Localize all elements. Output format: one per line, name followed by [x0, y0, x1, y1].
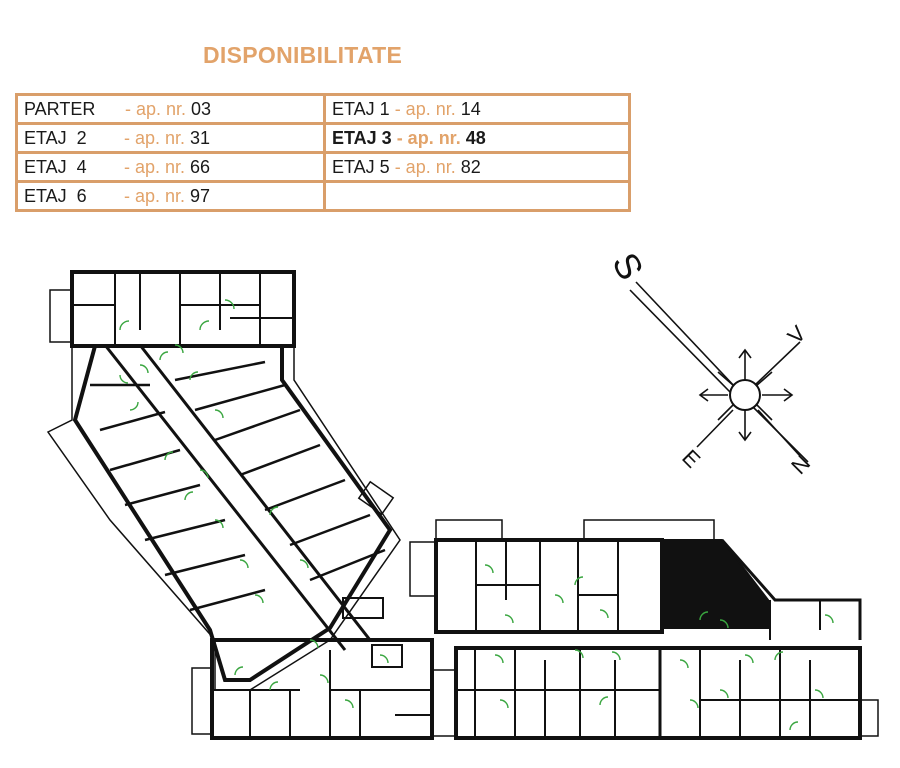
availability-cell-etaj-3-selected[interactable]: ETAJ 3 - ap. nr. 48 — [323, 122, 631, 154]
building-right-upper — [409, 519, 862, 640]
availability-cell-etaj-6[interactable]: ETAJ 6 - ap. nr. 97 — [15, 180, 326, 212]
availability-cell-empty — [323, 180, 631, 212]
building-right-lower — [431, 646, 879, 740]
building-left-diagonal — [46, 344, 401, 691]
availability-cell-etaj-5[interactable]: ETAJ 5 - ap. nr. 82 — [323, 151, 631, 183]
apartment-number: 82 — [460, 156, 481, 177]
availability-cell-etaj-4[interactable]: ETAJ 4 - ap. nr. 66 — [15, 151, 326, 183]
apartment-prefix: - ap. nr. — [389, 98, 461, 119]
apartment-number: 31 — [190, 127, 211, 148]
table-row: ETAJ 6 - ap. nr. 97 — [15, 180, 631, 212]
apartment-number: 14 — [460, 98, 481, 119]
apartment-number: 03 — [191, 98, 212, 119]
availability-cell-etaj-1[interactable]: ETAJ 1 - ap. nr. 14 — [323, 93, 631, 125]
building-left-lower — [191, 638, 434, 740]
table-row: PARTER - ap. nr. 03 ETAJ 1 - ap. nr. 14 — [15, 93, 631, 125]
apartment-number: 48 — [465, 127, 486, 148]
table-row: ETAJ 2 - ap. nr. 31 ETAJ 3 - ap. nr. 48 — [15, 122, 631, 154]
floor-label: ETAJ 3 — [332, 127, 392, 148]
floor-label: ETAJ 4 — [24, 156, 87, 177]
compass-south-label: S — [604, 246, 651, 286]
apartment-prefix: - ap. nr. — [120, 98, 192, 119]
availability-cell-parter[interactable]: PARTER - ap. nr. 03 — [15, 93, 326, 125]
selected-apartment-48[interactable] — [661, 539, 769, 629]
door-swings — [119, 299, 834, 731]
availability-table: PARTER - ap. nr. 03 ETAJ 1 - ap. nr. 14 … — [15, 93, 631, 212]
floor-label: ETAJ 2 — [24, 127, 87, 148]
apartment-number: 66 — [190, 156, 211, 177]
compass-icon — [629, 281, 809, 463]
availability-cell-etaj-2[interactable]: ETAJ 2 - ap. nr. 31 — [15, 122, 326, 154]
apartment-prefix: - ap. nr. — [124, 185, 191, 206]
building-left-upper — [49, 270, 296, 348]
compass-east-label: E — [677, 445, 705, 473]
apartment-prefix: - ap. nr. — [124, 156, 191, 177]
floor-label: ETAJ 1 — [332, 98, 390, 119]
apartment-prefix: - ap. nr. — [391, 127, 466, 148]
floor-label: ETAJ 5 — [332, 156, 390, 177]
compass-west-label: V — [783, 320, 811, 348]
floor-label: ETAJ 6 — [24, 185, 87, 206]
compass-north-label: N — [786, 450, 815, 479]
apartment-number: 97 — [190, 185, 211, 206]
apartment-prefix: - ap. nr. — [124, 127, 191, 148]
page-title: DISPONIBILITATE — [203, 42, 403, 68]
floor-label: PARTER — [24, 98, 96, 119]
apartment-prefix: - ap. nr. — [389, 156, 461, 177]
table-row: ETAJ 4 - ap. nr. 66 ETAJ 5 - ap. nr. 82 — [15, 151, 631, 183]
